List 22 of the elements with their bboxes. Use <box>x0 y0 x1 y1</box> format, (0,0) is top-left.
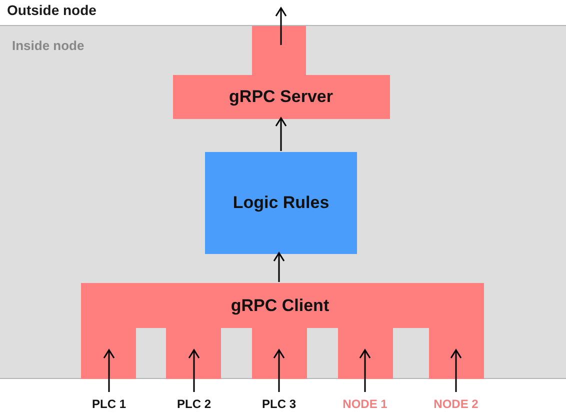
input-label: PLC 3 <box>262 397 296 411</box>
input-label: PLC 2 <box>177 397 211 411</box>
input-label: PLC 1 <box>92 397 126 411</box>
node-label: Outside node <box>7 2 96 18</box>
input-label: NODE 1 <box>342 397 388 411</box>
node-label: gRPC Client <box>230 296 330 316</box>
node-label: Inside node <box>12 38 84 53</box>
process-box <box>205 152 357 254</box>
arrow <box>103 349 115 392</box>
arrow <box>275 7 287 45</box>
arrow <box>359 349 371 392</box>
arrow <box>188 349 200 392</box>
node-label: gRPC Server <box>229 87 333 107</box>
arrow <box>275 117 287 151</box>
node-label: Logic Rules <box>232 193 330 213</box>
input-label: NODE 2 <box>434 397 478 411</box>
client-block <box>81 283 484 379</box>
server-block <box>173 26 390 119</box>
arrow <box>450 349 462 392</box>
arrow <box>273 349 285 392</box>
region-box <box>0 25 566 379</box>
arrow <box>273 252 285 282</box>
